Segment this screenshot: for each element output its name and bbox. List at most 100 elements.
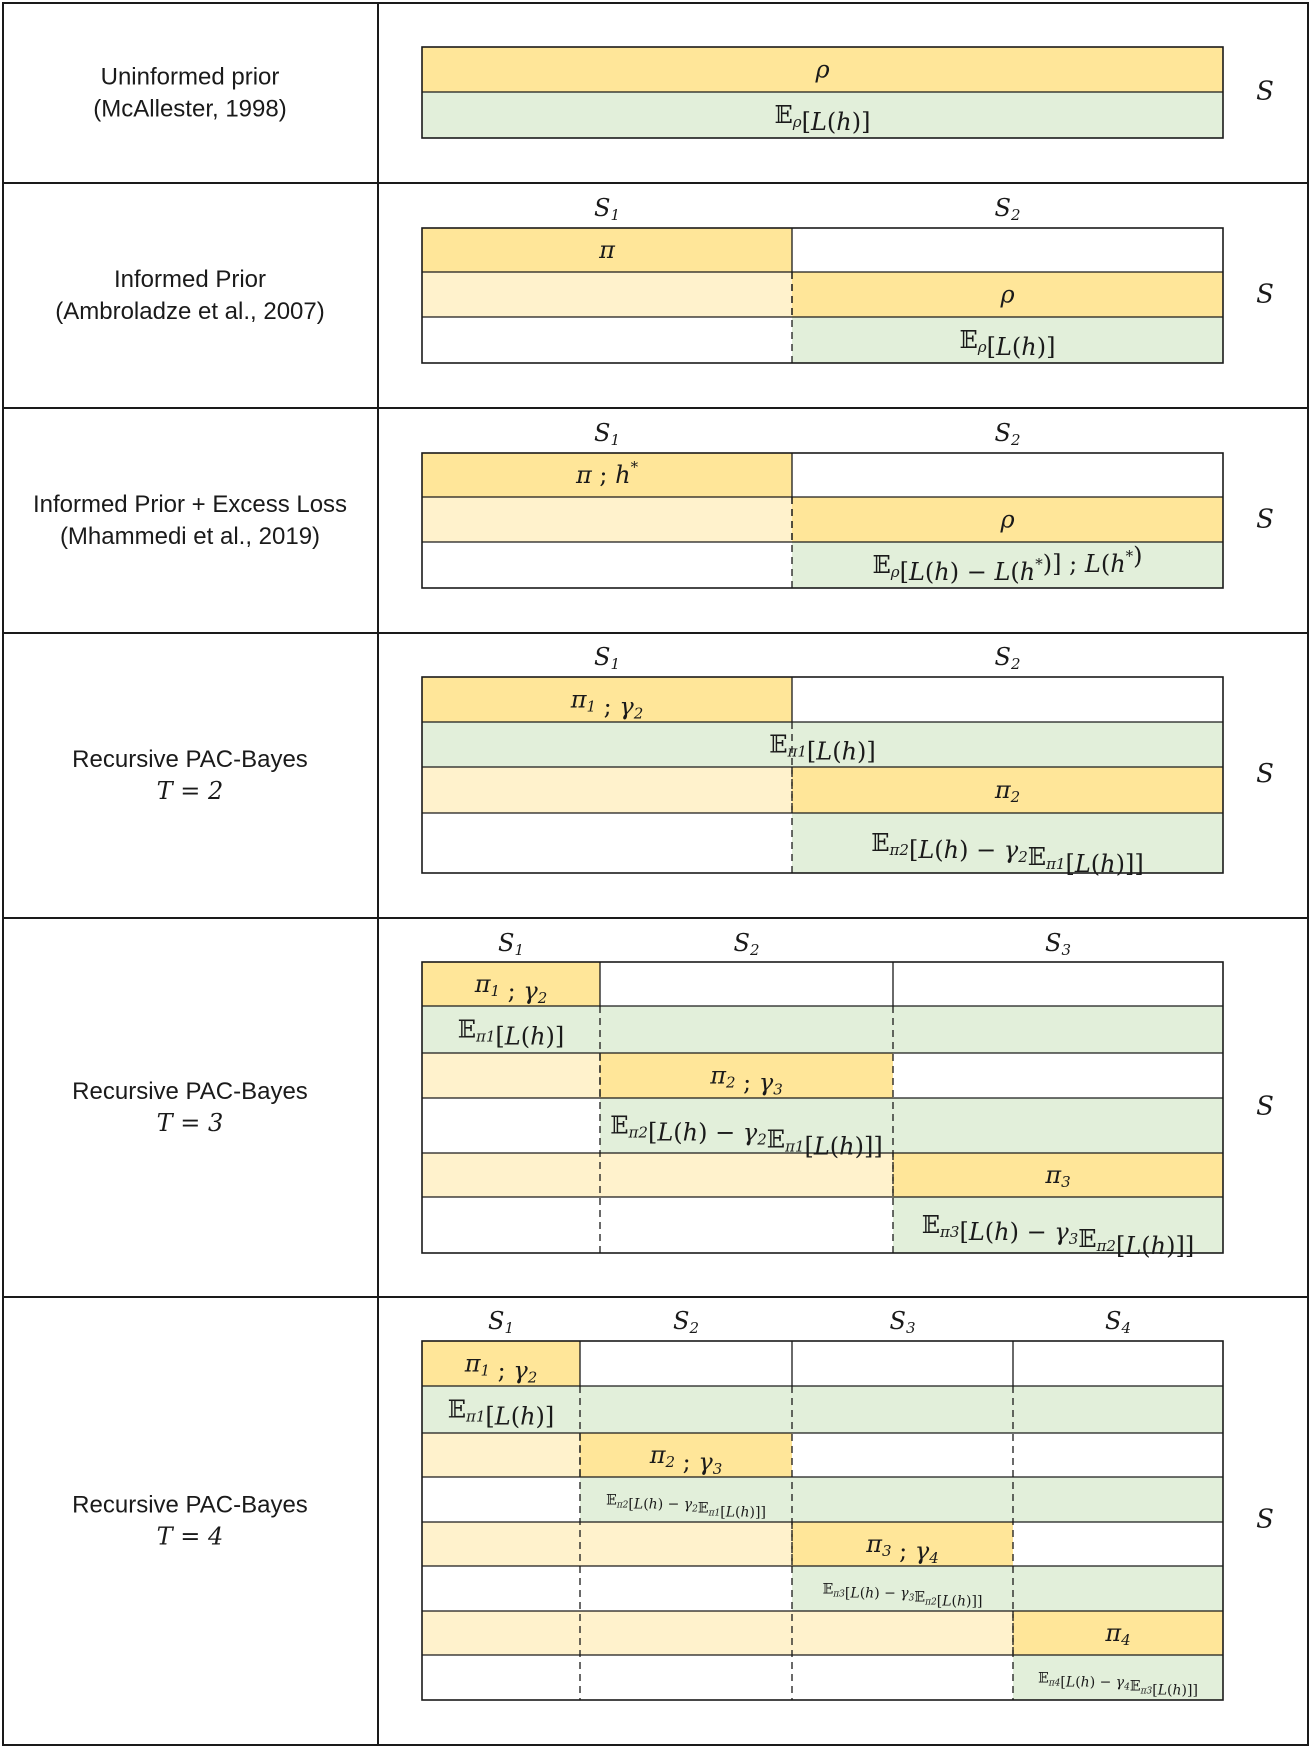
loss-cell	[422, 1006, 1223, 1053]
band-frame	[421, 676, 1224, 874]
dataset-label: S	[1256, 759, 1274, 789]
horizon-label: T = 4	[157, 1523, 224, 1551]
posterior-cell	[1013, 1611, 1223, 1655]
posterior-cell	[422, 962, 600, 1006]
posterior-cell	[422, 228, 792, 272]
split-label-2: S2	[995, 194, 1021, 225]
data-used-band	[422, 1053, 600, 1098]
row-2: Informed Prior (Ambroladze et al., 2007) S…	[55, 194, 1274, 364]
method-name: Recursive PAC-Bayes	[72, 746, 308, 773]
band-frame	[421, 227, 1224, 364]
split-label-1: S1	[498, 929, 524, 960]
posterior-label: π2	[994, 776, 1020, 807]
loss-cell	[1013, 1655, 1223, 1700]
posterior-label: ρ	[999, 505, 1014, 533]
loss-cell	[792, 813, 1223, 873]
posterior-cell	[580, 1433, 792, 1477]
split-label-1: S1	[488, 1307, 514, 1338]
posterior-label: π2 ; γ3	[649, 1441, 723, 1479]
citation: (Ambroladze et al., 2007)	[55, 298, 324, 325]
split-label-3: S3	[1045, 929, 1071, 960]
band-frame	[421, 1340, 1224, 1701]
posterior-label: π	[598, 236, 616, 264]
citation: (Mhammedi et al., 2019)	[60, 523, 320, 550]
posterior-cell	[792, 272, 1223, 317]
dataset-label: S	[1256, 505, 1274, 535]
loss-label: 𝔼π1[L(h)]	[448, 1395, 555, 1430]
data-used-band	[422, 1153, 893, 1197]
posterior-cell	[422, 453, 792, 497]
posterior-label: π3 ; γ4	[865, 1530, 939, 1568]
loss-cell	[600, 1098, 1223, 1153]
loss-label: 𝔼π3[L(h) − γ3𝔼π2[L(h)]]	[922, 1211, 1195, 1260]
loss-label: 𝔼π4[L(h) − γ4𝔼π3[L(h)]]	[1038, 1671, 1198, 1699]
method-name: Recursive PAC-Bayes	[72, 1491, 308, 1518]
posterior-label: π1 ; γ2	[474, 970, 548, 1008]
band-frame	[421, 961, 1224, 1254]
split-label-2: S2	[995, 419, 1021, 450]
loss-label: 𝔼π2[L(h) − γ2𝔼π1[L(h)]]	[610, 1111, 883, 1160]
data-used-band	[422, 1611, 1013, 1655]
row-1: Uninformed prior (McAllester, 1998) Sρ𝔼ρ[L…	[93, 46, 1274, 139]
data-used-band	[422, 1433, 580, 1477]
posterior-cell	[422, 1341, 580, 1386]
posterior-label: π1 ; γ2	[464, 1349, 538, 1387]
loss-cell	[422, 722, 1223, 767]
split-label-1: S1	[594, 419, 620, 450]
posterior-cell	[792, 497, 1223, 542]
data-used-band	[422, 272, 792, 317]
posterior-label: π3	[1044, 1161, 1070, 1192]
loss-label: 𝔼π2[L(h) − γ2𝔼π1[L(h)]]	[606, 1493, 766, 1521]
posterior-label: ρ	[999, 280, 1014, 308]
row-6: Recursive PAC-Bayes T = 4 S S1 S2 S3 S4 π1 ; γ2…	[72, 1307, 1274, 1701]
split-label-3: S3	[890, 1307, 916, 1338]
method-name: Informed Prior	[114, 266, 266, 293]
method-name: Uninformed prior	[101, 63, 280, 90]
band-frame	[421, 46, 1224, 139]
data-used-band	[422, 767, 792, 813]
data-used-band	[422, 1522, 792, 1566]
loss-cell	[792, 1566, 1223, 1611]
horizon-label: T = 2	[157, 777, 224, 805]
loss-label: 𝔼ρ[L(h) − L(h*)] ; L(h*)	[872, 542, 1142, 586]
loss-label: 𝔼π3[L(h) − γ3𝔼π2[L(h)]]	[823, 1582, 983, 1610]
posterior-cell	[422, 677, 792, 722]
method-name: Recursive PAC-Bayes	[72, 1078, 308, 1105]
posterior-cell	[792, 767, 1223, 813]
posterior-cell	[893, 1153, 1223, 1197]
dataset-label: S	[1256, 77, 1274, 107]
loss-label: 𝔼π2[L(h) − γ2𝔼π1[L(h)]]	[871, 829, 1144, 878]
row-3: Informed Prior + Excess Loss (Mhammedi et…	[33, 419, 1274, 589]
loss-label: 𝔼ρ[L(h)]	[774, 101, 870, 136]
loss-cell	[893, 1197, 1223, 1253]
loss-cell	[580, 1477, 1223, 1522]
loss-cell	[792, 317, 1223, 363]
posterior-label: π1 ; γ2	[570, 685, 644, 723]
dataset-label: S	[1256, 1505, 1274, 1535]
band-frame	[421, 452, 1224, 589]
posterior-cell	[792, 1522, 1013, 1566]
loss-cell	[422, 92, 1223, 138]
posterior-cell	[422, 47, 1223, 92]
posterior-label: π2 ; γ3	[709, 1061, 783, 1099]
loss-label: 𝔼π1[L(h)]	[769, 730, 876, 765]
split-label-2: S2	[995, 643, 1021, 674]
posterior-cell	[600, 1053, 893, 1098]
citation: (McAllester, 1998)	[93, 95, 286, 122]
dataset-label: S	[1256, 280, 1274, 310]
posterior-label: ρ	[814, 55, 829, 83]
split-label-2: S2	[673, 1307, 699, 1338]
loss-label: 𝔼π1[L(h)]	[458, 1015, 565, 1050]
posterior-label: π ; h*	[575, 458, 639, 489]
loss-cell	[792, 542, 1223, 588]
data-used-band	[422, 497, 792, 542]
split-label-2: S2	[734, 929, 760, 960]
split-label-4: S4	[1105, 1307, 1131, 1338]
loss-label: 𝔼ρ[L(h)]	[959, 326, 1055, 361]
method-name: Informed Prior + Excess Loss	[33, 491, 347, 518]
horizon-label: T = 3	[157, 1109, 224, 1137]
loss-cell	[422, 1386, 1223, 1433]
